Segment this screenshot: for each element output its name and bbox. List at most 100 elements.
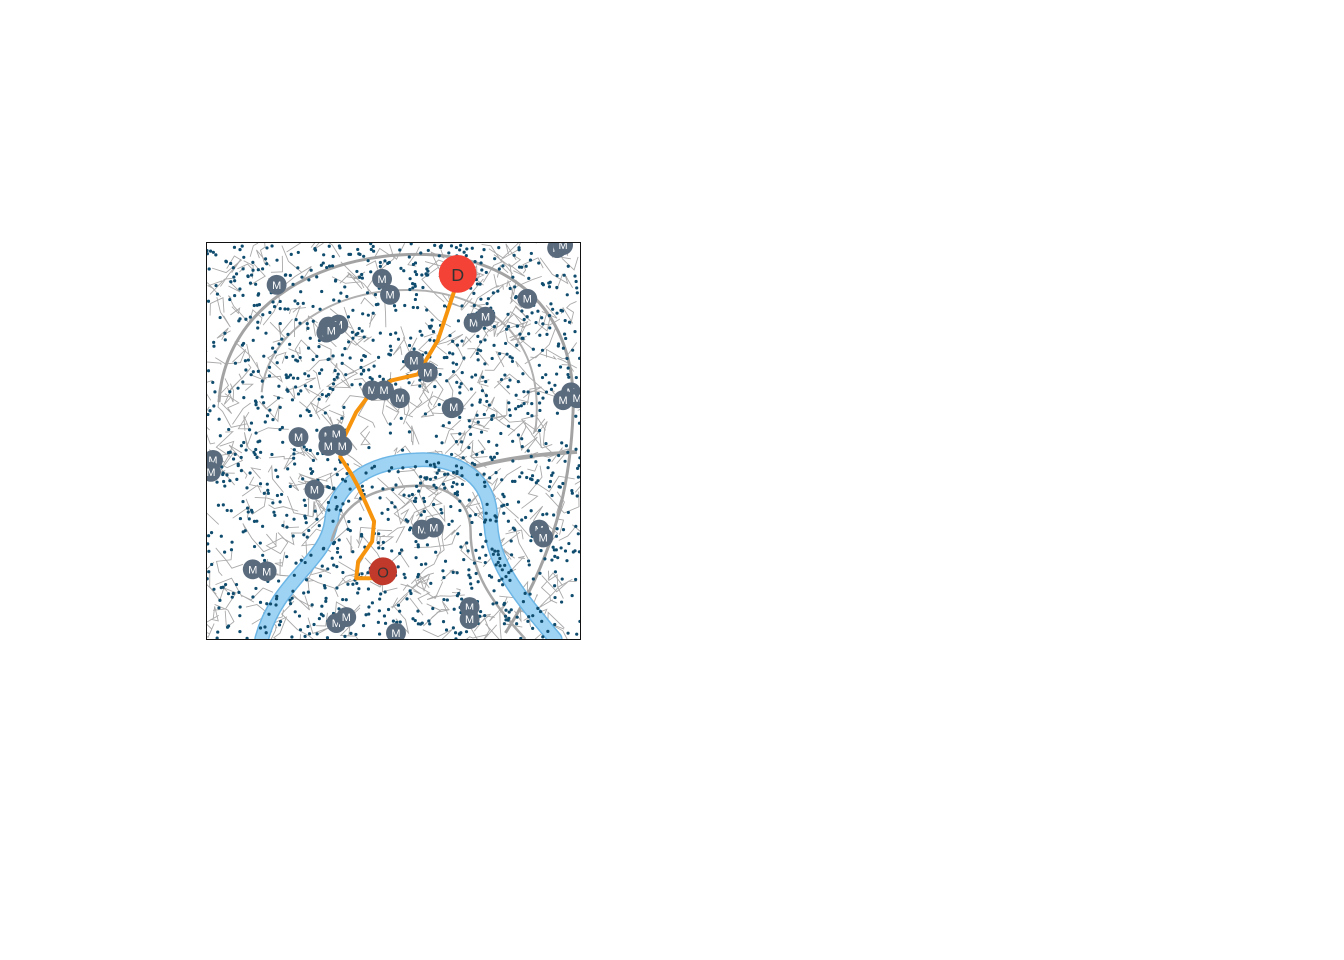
poi-dot <box>271 501 275 505</box>
poi-dot <box>402 572 406 576</box>
metro-station-marker[interactable]: M <box>321 320 342 341</box>
city-map[interactable]: MMMMMMMMMMMMMMMMMMMMMMMMMMMMMMMMMMMMMMMM… <box>207 243 580 639</box>
poi-dot <box>548 326 552 330</box>
poi-dot <box>266 491 270 495</box>
metro-station-marker[interactable]: M <box>417 362 438 383</box>
street-segment <box>299 634 301 639</box>
metro-station-marker[interactable]: M <box>332 436 353 456</box>
metro-station-marker[interactable]: M <box>459 609 480 629</box>
street-segment <box>316 612 328 627</box>
metro-station-marker[interactable]: M <box>266 274 287 295</box>
metro-station-marker[interactable]: M <box>380 284 400 305</box>
metro-station-marker[interactable]: M <box>475 306 496 327</box>
street-segment <box>518 433 538 454</box>
poi-dot <box>331 354 335 358</box>
street-segment <box>207 280 223 290</box>
poi-dot <box>513 285 517 289</box>
street-segment <box>540 581 558 604</box>
poi-dot <box>256 369 260 373</box>
destination-marker[interactable]: D <box>438 254 477 293</box>
poi-dot <box>208 249 213 253</box>
poi-dot <box>506 312 510 316</box>
poi-dot <box>416 572 421 577</box>
poi-dot <box>290 596 294 600</box>
poi-dot <box>301 477 305 481</box>
poi-dot <box>277 579 281 583</box>
metro-station-marker[interactable]: M <box>256 561 277 582</box>
poi-dot <box>562 273 566 277</box>
poi-dot <box>268 408 272 412</box>
poi-dot <box>270 244 274 248</box>
poi-dot <box>437 254 441 258</box>
poi-dot <box>218 434 222 438</box>
poi-dot <box>450 519 454 523</box>
street-segment <box>315 499 323 515</box>
poi-dot <box>465 541 469 545</box>
poi-dot <box>574 375 578 380</box>
poi-dot <box>493 549 497 553</box>
poi-dot <box>364 471 368 475</box>
poi-dot <box>288 273 292 277</box>
poi-dot <box>387 469 391 473</box>
poi-dot <box>207 549 211 553</box>
street-segment <box>402 584 422 595</box>
origin-marker[interactable]: O <box>369 557 397 586</box>
metro-station-marker[interactable]: M <box>318 436 339 456</box>
street-segment <box>269 321 287 343</box>
poi-dot <box>245 486 249 490</box>
poi-dot <box>372 464 377 468</box>
metro-station-marker[interactable]: M <box>567 388 580 409</box>
poi-dot <box>298 628 303 632</box>
poi-dot <box>570 489 574 493</box>
metro-station-marker[interactable]: M <box>336 607 357 628</box>
metro-station-marker[interactable]: M <box>372 268 393 289</box>
poi-dot <box>454 362 459 366</box>
poi-dot <box>341 570 345 575</box>
svg-text:M: M <box>377 274 386 286</box>
street-segment <box>331 276 365 289</box>
poi-dot <box>347 499 351 503</box>
poi-dot <box>451 339 455 343</box>
map-panel[interactable]: MMMMMMMMMMMMMMMMMMMMMMMMMMMMMMMMMMMMMMMM… <box>206 242 581 640</box>
poi-dot <box>317 397 321 401</box>
poi-dot <box>479 297 483 301</box>
poi-dot <box>207 534 211 538</box>
poi-dot <box>324 599 328 603</box>
metro-station-marker[interactable]: M <box>304 479 325 500</box>
poi-dot <box>343 479 348 483</box>
poi-dot <box>493 257 497 261</box>
metro-station-marker[interactable]: M <box>403 350 424 371</box>
metro-station-marker[interactable]: M <box>517 288 538 309</box>
poi-dot <box>245 506 250 510</box>
poi-dot <box>455 493 460 497</box>
metro-station-marker[interactable]: M <box>386 623 406 639</box>
poi-dot <box>407 255 411 259</box>
poi-dot <box>261 524 265 528</box>
poi-dot <box>561 528 566 532</box>
poi-dot <box>560 577 564 581</box>
poi-dot <box>400 448 405 452</box>
metro-station-marker[interactable]: M <box>207 461 221 482</box>
metro-station-marker[interactable]: M <box>423 517 444 538</box>
street-segment <box>310 243 324 251</box>
poi-dot <box>351 582 355 586</box>
street-segment <box>268 504 299 512</box>
poi-dot <box>252 544 257 549</box>
poi-dot <box>394 382 398 386</box>
poi-dot <box>522 317 526 322</box>
poi-dot <box>459 243 463 247</box>
metro-station-marker[interactable]: M <box>553 243 574 255</box>
poi-dot <box>517 246 521 250</box>
poi-dot <box>207 369 211 373</box>
poi-dot <box>258 600 263 604</box>
metro-station-marker[interactable]: M <box>533 527 554 548</box>
metro-station-marker[interactable]: M <box>443 397 464 418</box>
street-segment <box>223 378 242 405</box>
metro-station-marker[interactable]: M <box>288 427 309 447</box>
poi-dot <box>318 574 323 578</box>
metro-station-marker[interactable]: M <box>374 380 394 401</box>
poi-dot <box>555 311 559 315</box>
metro-station-marker[interactable]: M <box>390 388 410 409</box>
poi-dot <box>500 568 504 572</box>
poi-dot <box>411 286 415 290</box>
